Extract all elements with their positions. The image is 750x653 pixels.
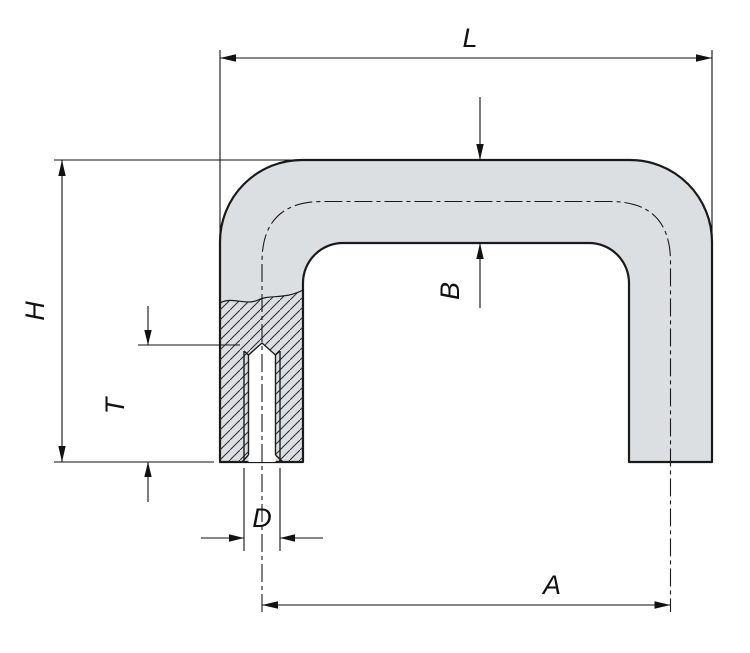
thread-tip-chamfer — [243, 350, 281, 356]
dim-T-arrow-top — [144, 330, 152, 345]
dimension-label-T: T — [100, 395, 130, 414]
handle-center-line — [261, 200, 672, 612]
dim-A-arrow-right — [654, 601, 671, 609]
dim-B-arrow-bottom — [476, 243, 484, 259]
dim-H-arrow-top — [58, 160, 66, 176]
dimension-L — [219, 50, 713, 238]
dimension-label-A: A — [541, 570, 561, 600]
break-line — [219, 289, 304, 304]
handle-body — [218, 158, 714, 464]
drill-cone — [248, 342, 276, 356]
dim-D-arrow-right — [280, 534, 295, 542]
threaded-hole — [241, 342, 284, 463]
center-lines — [261, 200, 672, 612]
thread-major-lines — [243, 351, 281, 462]
dim-H-arrow-bottom — [58, 446, 66, 462]
thread-minor-lines — [247, 355, 277, 455]
dim-B-arrow-top — [476, 144, 484, 160]
dim-L-arrow-right — [696, 54, 712, 62]
dimension-B — [476, 97, 484, 308]
dimension-label-H: H — [20, 301, 50, 321]
hole-entry-chamfer — [241, 454, 284, 463]
dimension-label-D: D — [252, 503, 272, 533]
dim-D-arrow-left — [229, 534, 244, 542]
dimension-D — [201, 468, 323, 551]
dimension-H — [54, 159, 298, 463]
dimension-A — [262, 601, 671, 609]
dimension-label-B: B — [435, 282, 465, 300]
dimension-T — [138, 306, 240, 502]
section-hatch — [220, 290, 303, 462]
dim-T-arrow-bottom — [144, 462, 152, 477]
dim-L-arrow-left — [220, 54, 236, 62]
tapped-hole-void — [248, 343, 276, 462]
dimension-label-L: L — [462, 23, 477, 53]
dim-A-arrow-left — [262, 601, 278, 609]
